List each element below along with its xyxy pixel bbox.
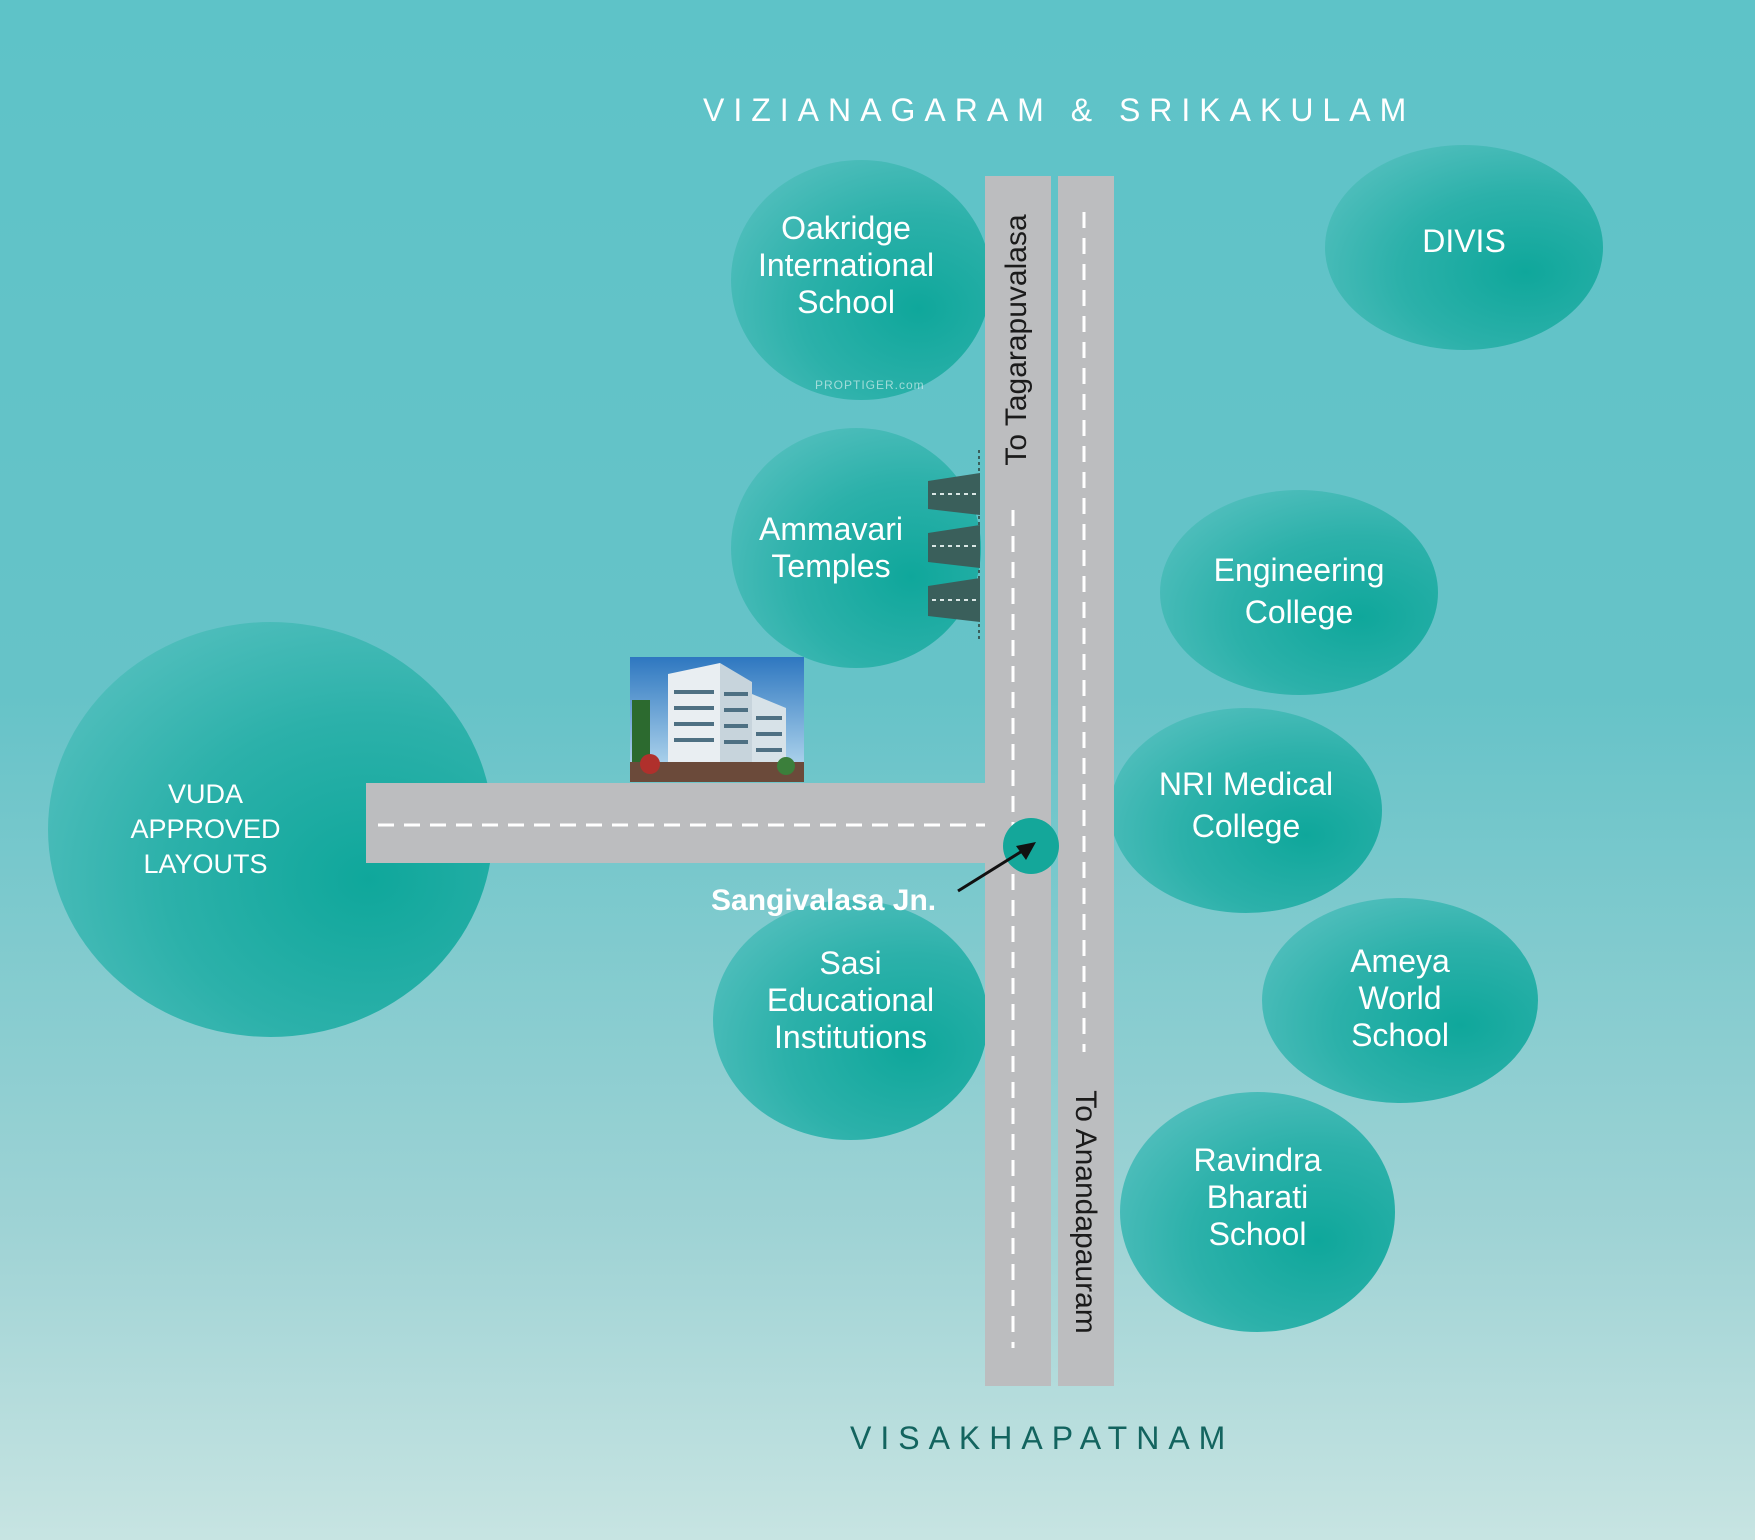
oakridge-school-label: Oakridge International School <box>757 209 935 320</box>
engineering-college-label: Engineering College <box>1213 551 1385 630</box>
sasi-institutions-marker: Sasi Educational Institutions <box>713 900 988 1140</box>
right-carriageway <box>1058 176 1114 1386</box>
horizontal-road <box>366 783 986 863</box>
left-carriageway <box>985 176 1051 1386</box>
ravindra-school-marker: Ravindra Bharati School <box>1120 1092 1395 1332</box>
south-direction-label: VISAKHAPATNAM <box>850 1420 1235 1456</box>
oakridge-school-marker: Oakridge International School <box>731 160 991 400</box>
ameya-school-marker: Ameya World School <box>1262 898 1538 1103</box>
divis-marker: DIVIS <box>1325 145 1603 350</box>
junction-label: Sangivalasa Jn. <box>711 884 937 917</box>
nri-medical-college-label: NRI Medical College <box>1158 765 1334 844</box>
vuda-layouts-label: VUDA APPROVED LAYOUTS <box>130 779 281 879</box>
ravindra-school-label: Ravindra Bharati School <box>1193 1141 1322 1252</box>
ammavari-temples-label: Ammavari Temples <box>758 511 903 584</box>
ammavari-temples-marker: Ammavari Temples <box>731 428 981 668</box>
north-direction-label: VIZIANAGARAM & SRIKAKULAM <box>703 92 1416 128</box>
nri-medical-college-marker: NRI Medical College <box>1110 708 1382 913</box>
junction-arrowhead <box>1016 842 1036 860</box>
engineering-college-marker: Engineering College <box>1160 490 1438 695</box>
sasi-institutions-label: Sasi Educational Institutions <box>766 944 935 1055</box>
temple-icons <box>928 450 980 642</box>
road-label-tagarapuvalasa: To Tagarapuvalasa <box>1000 214 1033 466</box>
road-label-anandapauram: To Anandapauram <box>1069 1090 1102 1334</box>
watermark: PROPTIGER.com <box>815 378 925 392</box>
project-building-image <box>630 657 804 782</box>
ameya-school-label: Ameya World School <box>1350 943 1450 1053</box>
junction-arrow <box>957 846 1028 893</box>
divis-label: DIVIS <box>1422 223 1506 259</box>
